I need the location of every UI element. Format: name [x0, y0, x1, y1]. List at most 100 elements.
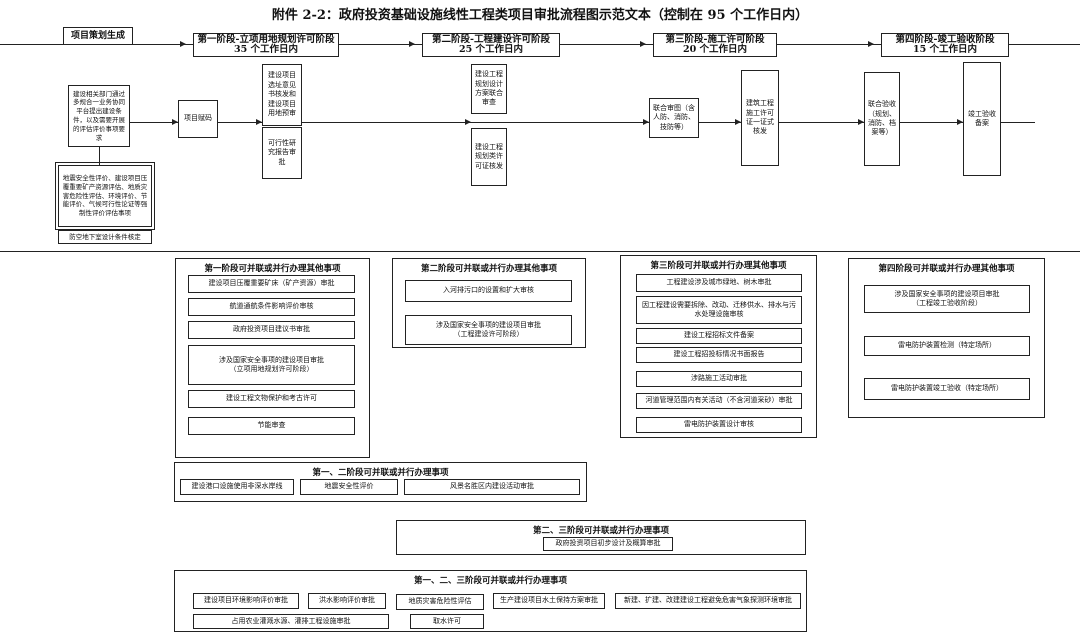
s1-box1-text: 建设项目选址意见书核发和建设项目用地预审	[268, 71, 296, 118]
p123-item-7-text: 取水许可	[433, 616, 461, 625]
parallel-stage23-title: 第二、三阶段可并联或并行办理事项	[532, 526, 669, 536]
p1-item-1-text: 建设项目压覆重要矿床（矿产资源）审批	[208, 279, 335, 288]
p123-item-5-text: 新建、扩建、改建建设工程避免危害气象探测环境审批	[624, 596, 792, 605]
p2-item-2: 涉及国家安全事项的建设项目审批 （工程建设许可阶段）	[405, 315, 572, 345]
p1-item-4-text: 涉及国家安全事项的建设项目审批 （立项用地规划许可阶段）	[219, 355, 324, 373]
p123-item-4-text: 生产建设项目水土保持方案审批	[500, 596, 598, 605]
stage-2-days: 25 个工作日内	[458, 44, 524, 55]
stage-1-name: 第一阶段-立项用地规划许可阶段	[197, 33, 335, 45]
p23-item-1: 政府投资项目初步设计及概算审批	[543, 537, 673, 551]
p3-item-3-text: 建设工程招标文件备案	[684, 331, 754, 340]
p4-item-1-text: 涉及国家安全事项的建设项目审批 （工程竣工验收阶段）	[894, 289, 1000, 307]
parallel-stage3-title: 第三阶段可并联或并行办理其他事项	[650, 261, 787, 271]
parallel-stage123-title: 第一、二、三阶段可并联或并行办理事项	[413, 576, 567, 586]
arrow-1	[180, 41, 186, 47]
arrow-m5	[735, 119, 741, 125]
p1-item-2-text: 航道通航条件影响评价审核	[229, 302, 314, 311]
parallel-stage1: 第一阶段可并联或并行办理其他事项	[175, 258, 370, 458]
p4-item-2: 雷电防护装置检测（特定场所）	[864, 336, 1030, 356]
p1-item-5-text: 建设工程文物保护和考古许可	[226, 394, 317, 403]
p12-item-1-text: 建设港口设施使用非深水岸线	[191, 482, 283, 491]
s4-box2-text: 竣工验收备案	[968, 109, 996, 127]
parallel-stage4: 第四阶段可并联或并行办理其他事项	[848, 258, 1045, 418]
s2-box2: 建设工程规划类许可证核发	[471, 128, 507, 186]
p1-item-1: 建设项目压覆重要矿床（矿产资源）审批	[188, 275, 355, 293]
civil-defense-text: 防空地下室设计条件核定	[69, 232, 141, 241]
parallel-stage2-title: 第二阶段可并联或并行办理其他事项	[420, 264, 557, 274]
start-label: 项目策划生成	[70, 30, 125, 41]
p4-item-2-text: 雷电防护装置检测（特定场所）	[898, 341, 996, 350]
stage-1-days: 35 个工作日内	[233, 44, 299, 55]
parallel-stage123: 第一、二、三阶段可并联或并行办理事项	[174, 570, 807, 632]
stage-4-name: 第四阶段-竣工验收阶段	[895, 33, 995, 45]
p12-item-1: 建设港口设施使用非深水岸线	[180, 479, 294, 495]
s2-box1-text: 建设工程规划设计方案联合审查	[475, 70, 503, 107]
mid-flow-line	[130, 122, 1035, 123]
s3-box2-text: 建筑工程施工许可证一证式核发	[746, 99, 774, 136]
p12-item-3-text: 风景名胜区内建设活动审批	[450, 482, 534, 491]
s1-box2-text: 可行性研究报告审批	[268, 138, 296, 166]
assign-code-text: 项目赋码	[184, 114, 212, 123]
coordination-box: 建设相关部门通过多规合一业务协同平台提出建设条件，以及需要开展的评估评价事项要求	[68, 85, 130, 147]
p1-item-2: 航道通航条件影响评价审核	[188, 298, 355, 316]
parallel-stage4-title: 第四阶段可并联或并行办理其他事项	[878, 264, 1015, 274]
p3-item-2: 因工程建设需要拆除、改动、迁移供水、排水与污水处理设施审核	[636, 296, 802, 324]
p3-item-1-text: 工程建设涉及城市绿地、树木审批	[666, 278, 772, 287]
p123-item-5: 新建、扩建、改建建设工程避免危害气象探测环境审批	[615, 593, 801, 609]
s3-box2: 建筑工程施工许可证一证式核发	[741, 70, 779, 166]
s3-box1-text: 联合审图（含人防、消防、技防等）	[653, 103, 695, 131]
evaluation-text: 地震安全性评价、建设项目压覆重要矿产资源评估、地质灾害危险性评估、环境评价、节能…	[62, 174, 148, 218]
p1-item-6-text: 节能审查	[257, 421, 286, 430]
coord-connector	[99, 147, 100, 165]
parallel-stage1-title: 第一阶段可并联或并行办理其他事项	[204, 264, 341, 274]
arrow-m3	[465, 119, 471, 125]
stage-4-header: 第四阶段-竣工验收阶段 15 个工作日内	[881, 33, 1009, 57]
p1-item-3: 政府投资项目建议书审批	[188, 321, 355, 339]
s2-box2-text: 建设工程规划类许可证核发	[475, 142, 503, 170]
s2-box1: 建设工程规划设计方案联合审查	[471, 64, 507, 114]
section-divider	[0, 251, 1080, 252]
p123-item-2: 洪水影响评价审批	[308, 593, 386, 609]
p123-item-3-text: 地质灾害危险性评估	[408, 597, 472, 606]
p1-item-5: 建设工程文物保护和考古许可	[188, 390, 355, 408]
p123-item-6-text: 占用农业灌溉水源、灌排工程设施审批	[231, 616, 351, 625]
stage-3-name: 第三阶段-施工许可阶段	[665, 33, 765, 45]
p1-item-3-text: 政府投资项目建议书审批	[233, 325, 310, 334]
p1-item-4: 涉及国家安全事项的建设项目审批 （立项用地规划许可阶段）	[188, 345, 355, 385]
s3-box1: 联合审图（含人防、消防、技防等）	[649, 98, 699, 138]
arrow-m4	[643, 119, 649, 125]
s4-box2: 竣工验收备案	[963, 62, 1001, 176]
p12-item-3: 风景名胜区内建设活动审批	[404, 479, 580, 495]
parallel-stage3: 第三阶段可并联或并行办理其他事项	[620, 255, 817, 438]
page-title: 附件 2-2：政府投资基础设施线性工程类项目审批流程图示范文本（控制在 95 个…	[271, 8, 809, 23]
stage-2-header: 第二阶段-工程建设许可阶段 25 个工作日内	[422, 33, 560, 57]
p123-item-2-text: 洪水影响评价审批	[319, 596, 375, 605]
assign-code-box: 项目赋码	[178, 100, 218, 138]
p3-item-4: 建设工程招投标情况书面报告	[636, 347, 802, 363]
p3-item-2-text: 因工程建设需要拆除、改动、迁移供水、排水与污水处理设施审核	[642, 300, 796, 318]
arrow-m2	[256, 119, 262, 125]
p123-item-4: 生产建设项目水土保持方案审批	[493, 593, 605, 609]
p3-item-1: 工程建设涉及城市绿地、树木审批	[636, 274, 802, 292]
p12-item-2: 地震安全性评价	[300, 479, 398, 495]
s1-box2: 可行性研究报告审批	[262, 127, 302, 179]
parallel-stage12: 第一、二阶段可并联或并行办理事项	[174, 462, 587, 502]
p3-item-4-text: 建设工程招投标情况书面报告	[673, 350, 765, 359]
stage-3-days: 20 个工作日内	[682, 44, 748, 55]
p23-item-1-text: 政府投资项目初步设计及概算审批	[555, 539, 661, 548]
s4-box1-text: 联合验收（规划、消防、档案等）	[868, 100, 896, 137]
p3-item-5: 涉路施工活动审批	[636, 371, 802, 387]
arrow-4	[868, 41, 874, 47]
stage-1-header: 第一阶段-立项用地规划许可阶段 35 个工作日内	[193, 33, 339, 57]
p123-item-3: 地质灾害危险性评估	[396, 594, 484, 610]
start-box: 项目策划生成	[63, 27, 133, 45]
parallel-stage2: 第二阶段可并联或并行办理其他事项	[392, 258, 586, 348]
stage-3-header: 第三阶段-施工许可阶段 20 个工作日内	[653, 33, 777, 57]
stage-2-name: 第二阶段-工程建设许可阶段	[432, 33, 550, 45]
p123-item-6: 占用农业灌溉水源、灌排工程设施审批	[193, 614, 389, 629]
p3-item-7-text: 雷电防护装置设计审核	[684, 420, 754, 429]
parallel-stage12-title: 第一、二阶段可并联或并行办理事项	[312, 468, 449, 478]
p4-item-1: 涉及国家安全事项的建设项目审批 （工程竣工验收阶段）	[864, 285, 1030, 313]
p3-item-3: 建设工程招标文件备案	[636, 328, 802, 344]
p3-item-7: 雷电防护装置设计审核	[636, 417, 802, 433]
